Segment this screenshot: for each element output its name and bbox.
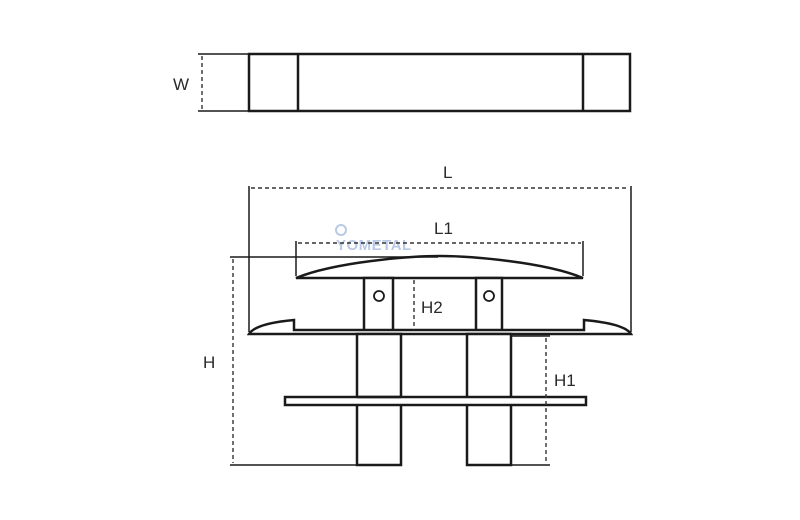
right-upper-block [474,276,504,334]
left-bolt-hole [373,290,385,302]
side-view [246,254,634,467]
dimension-l1: L1 [295,219,584,276]
dimension-l1-label: L1 [434,219,453,238]
left-upper-block [362,276,395,334]
top-view [247,52,632,113]
dimension-w-label: W [173,75,189,94]
dimension-h: H [203,256,438,466]
right-bolt-hole [483,290,495,302]
dimension-h1: H1 [511,335,576,466]
dimension-w: W [173,53,248,112]
dimension-l-label: L [443,163,452,182]
dimension-h2: H2 [413,280,443,330]
top-view-outline [247,52,632,113]
cleat-base-bar [246,318,634,336]
dimension-h1-label: H1 [554,371,576,390]
watermark: YOMETAL [335,224,412,254]
cleat-top-cap [295,254,584,280]
watermark-icon [335,224,347,236]
watermark-text: YOMETAL [336,237,412,254]
dimension-l: L [248,163,632,332]
dimension-h2-label: H2 [421,298,443,317]
dimension-h-label: H [203,353,215,372]
backing-plate [283,395,588,407]
